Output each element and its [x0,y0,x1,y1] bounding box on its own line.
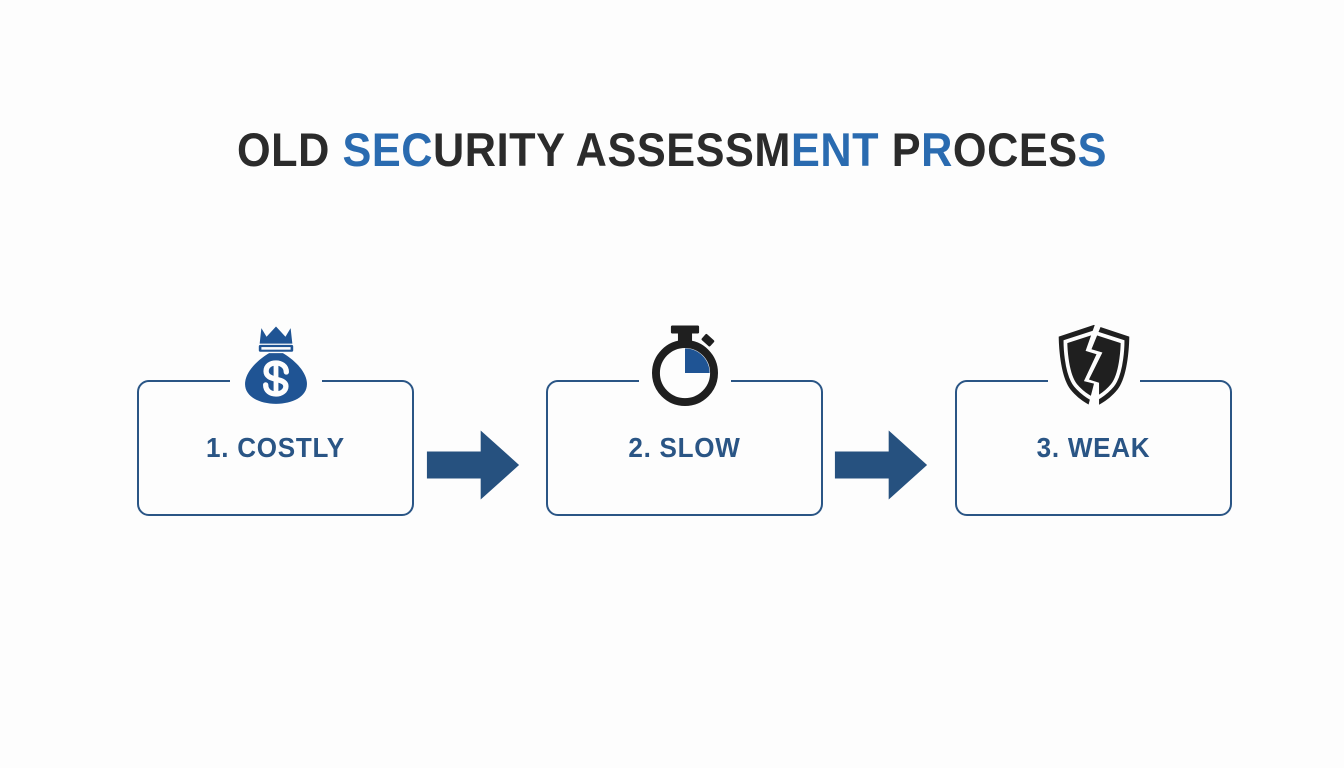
title-segment-8: OCES [952,123,1078,176]
title-segment-1: S [342,123,372,176]
step-box-top-notch [638,377,731,384]
money-bag-icon [228,318,324,414]
title-segment-6: P [879,123,922,176]
step-label-weak: 3. WEAK [1036,432,1151,463]
stopwatch-icon [637,318,733,414]
broken-shield-icon [1046,318,1142,414]
title-segment-9: S [1077,123,1108,176]
title-segment-4: URITY ASSESSM [433,123,791,176]
page-title: OLD SECURITY ASSESSMENT PROCESS [54,126,1290,173]
flow-step-costly[interactable]: 1. COSTLY [137,326,414,516]
step-label-slow: 2. SLOW [628,432,741,463]
title-segment-5: ENT [790,123,880,176]
arrow-right-icon-1 [425,417,521,513]
arrow-right-icon-2 [833,417,929,513]
title-segment-2: E [371,123,402,176]
flow-step-slow[interactable]: 2. SLOW [546,325,823,516]
title-segment-3: C [401,123,434,176]
title-segment-0: OLD [236,123,343,176]
flow-step-weak[interactable]: 3. WEAK [955,322,1232,516]
step-label-costly: 1. COSTLY [206,432,345,463]
process-flow-diagram: 1. COSTLY 2. SLOW [0,310,1344,540]
title-segment-7: R [921,123,953,176]
